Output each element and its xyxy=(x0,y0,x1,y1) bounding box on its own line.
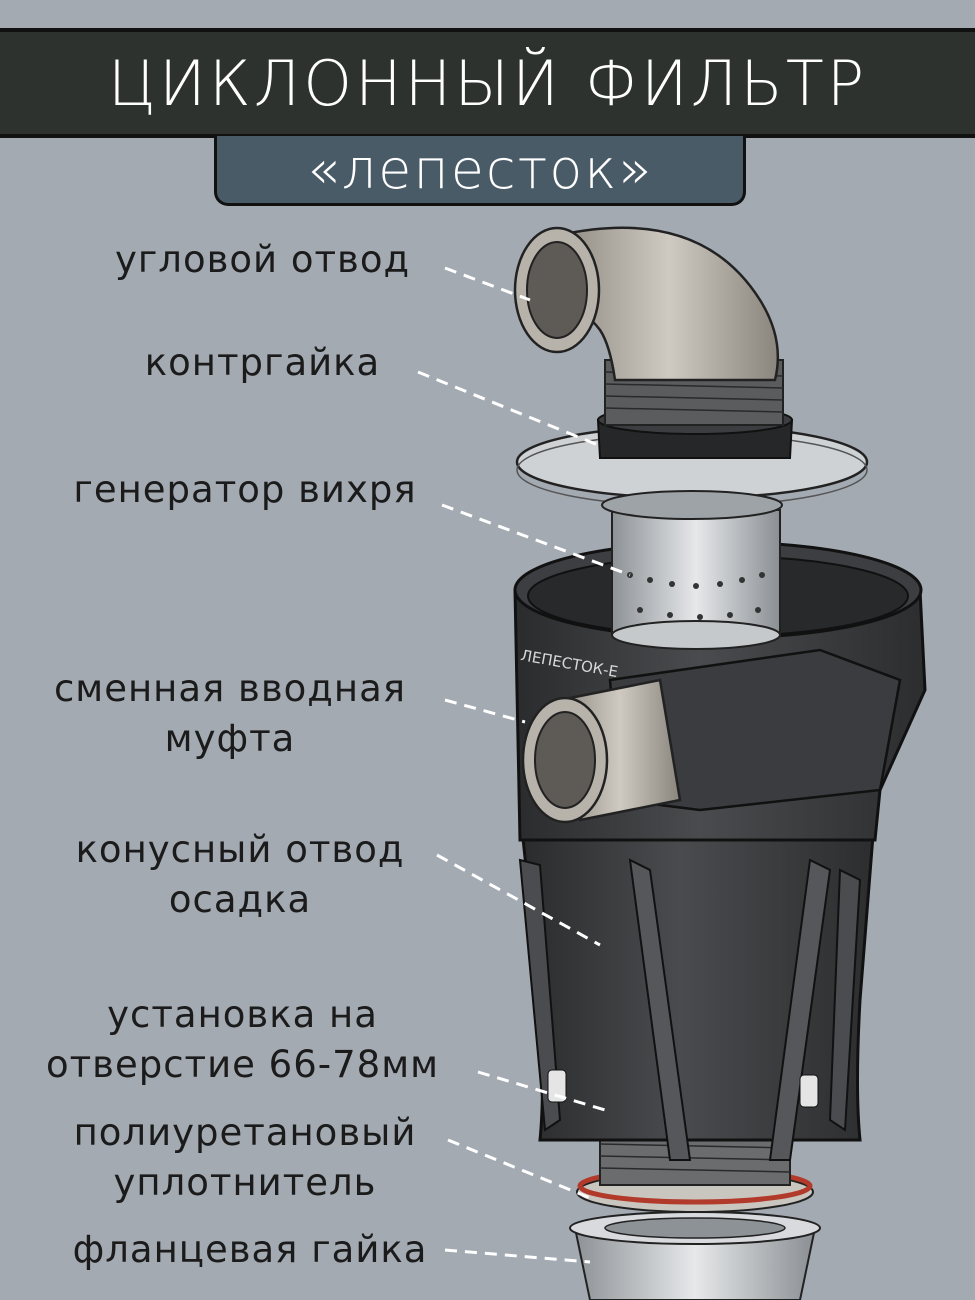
label-locknut: контргайка xyxy=(144,341,381,384)
label-seal: полиуретановый уплотнитель xyxy=(73,1111,417,1204)
label-mounting-hole: установка на отверстие 66-78мм xyxy=(45,993,440,1086)
inlet-coupling-part xyxy=(521,678,682,824)
vortex-generator-part xyxy=(611,509,781,650)
flange-nut-part xyxy=(569,1211,821,1300)
leader-lines xyxy=(417,266,631,1264)
label-cone-outlet: конусный отвод осадка xyxy=(75,828,405,921)
label-elbow: угловой отвод xyxy=(114,238,411,281)
page-title: ЦИКЛОННЫЙ ФИЛЬТР xyxy=(107,46,868,120)
cone-body-part xyxy=(518,808,877,1161)
label-flange-nut: фланцевая гайка xyxy=(72,1228,428,1271)
subtitle-banner: «лепесток» xyxy=(214,136,746,206)
label-inlet-coupling: сменная вводная муфта xyxy=(53,667,407,760)
label-vortex-generator: генератор вихря xyxy=(73,468,417,511)
page-subtitle: «лепесток» xyxy=(306,138,654,201)
elbow-fitting-part xyxy=(513,226,784,426)
title-banner: ЦИКЛОННЫЙ ФИЛЬТР xyxy=(0,28,975,138)
